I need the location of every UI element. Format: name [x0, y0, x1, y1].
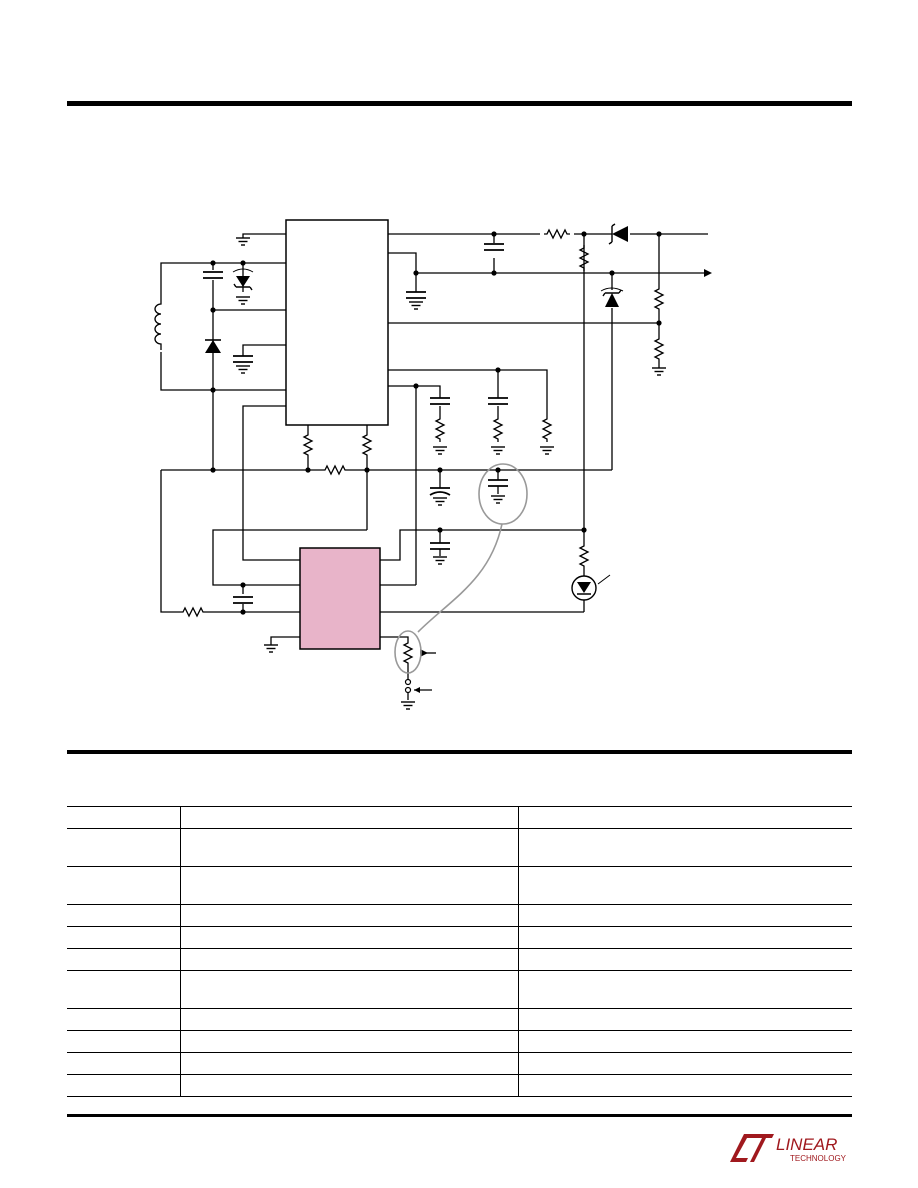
table-cell	[179, 926, 518, 949]
table-cell	[517, 1052, 852, 1075]
secondary-ic	[299, 547, 381, 650]
table-cell	[179, 1074, 518, 1097]
table-cell	[67, 806, 180, 829]
table-cell	[67, 1030, 180, 1053]
table-cell	[517, 904, 852, 927]
table-row	[67, 904, 852, 927]
junction-dots	[210, 231, 662, 615]
resistors	[179, 228, 664, 667]
switch	[404, 678, 432, 694]
table-cell	[179, 1008, 518, 1031]
logo-sub: TECHNOLOGY	[790, 1154, 847, 1163]
diodes	[205, 223, 628, 353]
capacitors	[202, 243, 509, 604]
table-cell	[179, 904, 518, 927]
table-cell	[517, 970, 852, 1009]
table-cell	[517, 1030, 852, 1053]
table-cell	[179, 806, 518, 829]
bottom-rule	[67, 1114, 852, 1117]
table-cell	[517, 866, 852, 905]
table-cell	[517, 1074, 852, 1097]
table-cell	[517, 828, 852, 867]
logo-word: LINEAR	[776, 1135, 837, 1154]
table-row	[67, 948, 852, 971]
table-cell	[67, 970, 180, 1009]
table-cell	[67, 926, 180, 949]
table-cell	[67, 1008, 180, 1031]
table-row	[67, 970, 852, 1009]
table-cell	[517, 1008, 852, 1031]
table-cell	[179, 828, 518, 867]
table-cell	[517, 926, 852, 949]
table-row	[67, 806, 852, 829]
table-row	[67, 1052, 852, 1075]
table-cell	[179, 1052, 518, 1075]
table-cell	[517, 806, 852, 829]
table-row	[67, 1008, 852, 1031]
top-rule	[67, 101, 852, 106]
callout	[394, 463, 528, 674]
led	[571, 574, 611, 601]
table-cell	[179, 866, 518, 905]
table-cell	[179, 948, 518, 971]
main-ic	[285, 219, 389, 426]
parts-table	[67, 806, 852, 1097]
table-row	[67, 866, 852, 905]
linear-technology-logo: LINEAR TECHNOLOGY	[730, 1134, 847, 1163]
table-cell	[517, 948, 852, 971]
table-row	[67, 926, 852, 949]
table-cell	[67, 948, 180, 971]
table-row	[67, 1074, 852, 1097]
table-cell	[67, 1052, 180, 1075]
table-cell	[179, 970, 518, 1009]
table-cell	[67, 828, 180, 867]
table-cell	[179, 1030, 518, 1053]
circuit-schematic	[154, 219, 712, 710]
section-rule	[67, 750, 852, 754]
table-row	[67, 1030, 852, 1053]
table-cell	[67, 904, 180, 927]
output-arrow	[704, 269, 712, 277]
table-cell	[67, 1074, 180, 1097]
table-cell	[67, 866, 180, 905]
table-row	[67, 828, 852, 867]
